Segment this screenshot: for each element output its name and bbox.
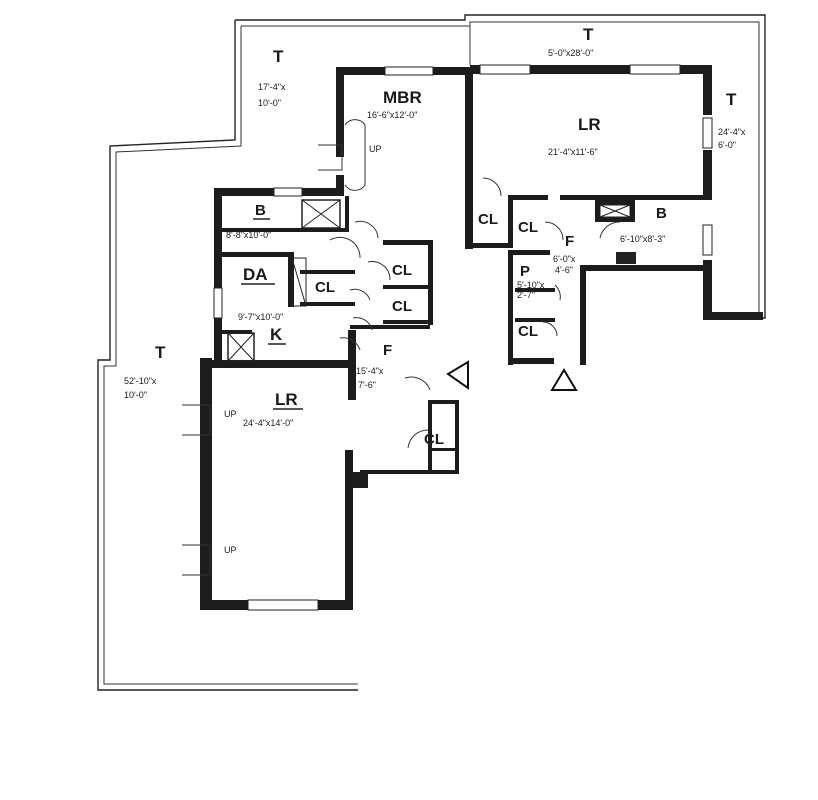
room-bedroom-right-label: B	[656, 205, 667, 222]
closet-label: CL	[392, 298, 412, 315]
terrace-top-left-dim2: 10'-0"	[258, 98, 281, 108]
room-pantry-dim1: 5'-10"x	[517, 280, 545, 290]
stairs-up-label: UP	[224, 409, 237, 419]
terrace-top-right-label: T	[583, 25, 594, 44]
room-dining-dim: 9'-7"x10'-0"	[238, 312, 283, 322]
doors	[329, 177, 621, 449]
room-foyer-right-dim2: 4'-6"	[555, 265, 573, 275]
stairs-up-label: UP	[369, 144, 382, 154]
closet-label: CL	[424, 431, 444, 448]
room-bedroom-left-label: B	[255, 202, 266, 219]
room-foyer-left-label: F	[383, 342, 392, 359]
terrace-left-dim2: 10'-0"	[124, 390, 147, 400]
terrace-right-dim1: 24'-4"x	[718, 127, 746, 137]
terrace-outline	[97, 14, 766, 691]
closet-label: CL	[518, 323, 538, 340]
entry-marker-icon	[446, 360, 578, 391]
room-bedroom-right-dim: 6'-10"x8'-3"	[620, 234, 665, 244]
room-foyer-left-dim1: 15'-4"x	[356, 366, 384, 376]
terrace-right-label: T	[726, 90, 737, 109]
room-lr-lower-label: LR	[275, 390, 298, 409]
room-lr-upper-dim: 21'-4"x11'-6"	[548, 147, 598, 157]
room-kitchen-label: K	[270, 325, 283, 344]
terrace-left-label: T	[155, 343, 166, 362]
room-dining-label: DA	[243, 265, 268, 284]
room-pantry-label: P	[520, 263, 530, 280]
fixtures	[227, 199, 636, 362]
terrace-top-left-dim1: 17'-4"x	[258, 82, 286, 92]
room-pantry-dim2: 2'-7"	[517, 290, 535, 300]
room-lr-upper-label: LR	[578, 115, 601, 134]
room-foyer-right-dim1: 6'-0"x	[553, 254, 576, 264]
terrace-top-left-label: T	[273, 47, 284, 66]
closet-label: CL	[518, 219, 538, 236]
room-foyer-right-label: F	[565, 233, 574, 250]
room-bedroom-left-dim: 8'-8"x10'-0"	[226, 230, 271, 240]
terrace-left-dim1: 52'-10"x	[124, 376, 157, 386]
room-lr-lower-dim: 24'-4"x14'-0"	[243, 418, 293, 428]
closet-label: CL	[478, 211, 498, 228]
closet-label: CL	[315, 279, 335, 296]
stairs-up-label: UP	[224, 545, 237, 555]
terrace-top-right-dim: 5'-0"x28'-0"	[548, 48, 593, 58]
windows	[213, 64, 713, 611]
closet-label: CL	[392, 262, 412, 279]
room-mbr-dim: 16'-6"x12'-0"	[367, 110, 417, 120]
stairs-icon	[182, 119, 366, 576]
room-foyer-left-dim2: 7'-6"	[358, 380, 376, 390]
room-mbr-label: MBR	[383, 88, 422, 107]
walls	[200, 65, 763, 610]
terrace-right-dim2: 6'-0"	[718, 140, 736, 150]
